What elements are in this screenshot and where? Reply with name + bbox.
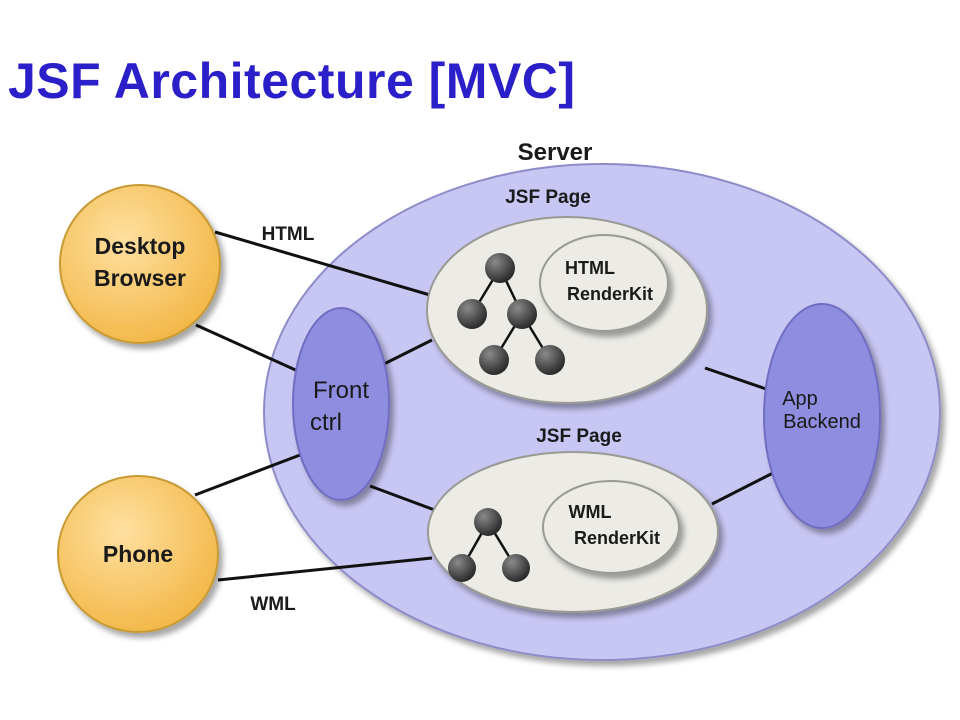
phone-to-wml-page-line [217, 556, 433, 582]
app-backend-node: App Backend [763, 303, 881, 529]
page-title: JSF Architecture [MVC] [8, 53, 576, 109]
jsf-page-label-1: JSF Page [505, 187, 591, 208]
app-backend-line1: App [782, 388, 818, 410]
front-ctrl-line2: ctrl [310, 409, 342, 436]
html-renderkit-line2: RenderKit [567, 284, 653, 304]
app-backend-line2: Backend [783, 411, 861, 433]
html-page-to-backend-line [704, 366, 776, 394]
tree-node-icon [474, 508, 502, 536]
tree-node-icon [457, 299, 487, 329]
tree-node-icon [479, 345, 509, 375]
jsf-page-wml: WML RenderKit [427, 451, 719, 613]
tree-node-icon [502, 554, 530, 582]
desktop-to-html-page-line [214, 230, 431, 297]
phone-to-front-ctrl-line [194, 453, 301, 497]
front-ctrl-line1: Front [313, 377, 369, 404]
jsf-page-html: HTML RenderKit [426, 216, 708, 404]
tree-node-icon [535, 345, 565, 375]
connection-lines [194, 230, 776, 582]
html-renderkit-line1: HTML [565, 258, 615, 278]
wml-page-to-backend-line [711, 470, 776, 506]
server-label: Server [518, 139, 593, 166]
html-connection-label: HTML [262, 224, 315, 245]
tree-node-icon [485, 253, 515, 283]
desktop-label-line1: Desktop [95, 233, 186, 259]
front-ctrl-to-wml-page-line [369, 484, 441, 514]
html-renderkit [539, 234, 669, 332]
wml-renderkit-line2: RenderKit [574, 528, 660, 548]
desktop-label-line2: Browser [94, 265, 186, 291]
front-ctrl-node: Front ctrl [292, 307, 390, 501]
desktop-to-front-ctrl-line [195, 323, 301, 374]
tree-node-icon [448, 554, 476, 582]
wml-connection-label: WML [250, 594, 296, 615]
desktop-browser-node: Desktop Browser [59, 184, 221, 344]
jsf-page-label-2: JSF Page [536, 426, 622, 447]
front-ctrl-to-html-page-line [381, 338, 433, 367]
wml-renderkit-line1: WML [569, 502, 612, 522]
phone-label: Phone [103, 541, 173, 567]
phone-node: Phone [57, 475, 219, 633]
tree-node-icon [507, 299, 537, 329]
wml-renderkit [542, 480, 680, 574]
